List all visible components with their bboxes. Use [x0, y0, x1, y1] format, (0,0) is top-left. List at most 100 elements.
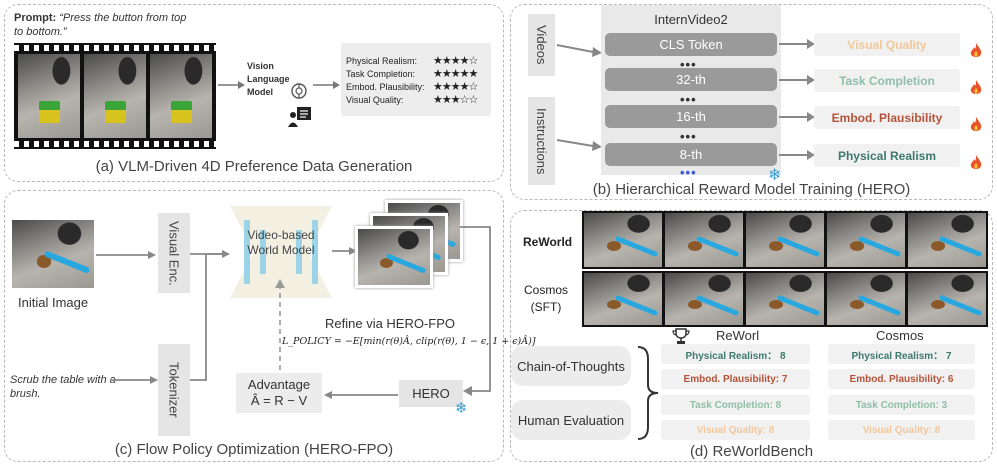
hero-frozen-snowflake-icon: ❄ [455, 400, 468, 417]
row-label-reworld: ReWorld [523, 235, 573, 249]
arrow-vlm-to-scores [313, 81, 340, 89]
token-8: 8-th [605, 143, 777, 166]
generated-frame-front [355, 226, 433, 288]
output-task-completion: Task Completion [814, 69, 960, 92]
caption-c: (c) Flow Policy Optimization (HERO-FPO) [114, 441, 394, 458]
score-stars-1: ★★★★☆ [433, 55, 478, 67]
arrows-into-world-model [110, 250, 230, 384]
score-label-3: Embod. Plausibility: [346, 82, 425, 92]
score-label-2: Task Completion: [346, 69, 416, 79]
flame-icon-1 [970, 43, 982, 57]
reworld-score-3: Task Completion: 8 [661, 395, 810, 415]
prompt-text: Prompt: “Press the button from top to bo… [14, 12, 187, 38]
trophy-icon [672, 328, 690, 344]
initial-image [12, 220, 94, 288]
cosmos-frame [665, 273, 743, 325]
token-cls: CLS Token [605, 33, 777, 56]
advantage-label: Advantage Â = R − V [247, 377, 311, 408]
evaluator-icon [288, 107, 311, 127]
advantage-box [236, 373, 322, 413]
world-model-shape [230, 206, 332, 298]
arrows-tokens-to-outputs [779, 39, 815, 160]
score-stars-4: ★★★☆☆ [433, 94, 478, 106]
reworld-score-1: Physical Realism： 8 [661, 344, 810, 364]
col-header-cosmos: Cosmos [876, 328, 924, 343]
film-strip [14, 43, 216, 149]
token-32: 32-th [605, 68, 777, 91]
policy-loss-formula: L_POLICY = −E[min(r(θ)Â, clip(r(θ), 1 − … [282, 336, 536, 347]
brace-connector [637, 346, 659, 440]
cosmos-frame [746, 273, 824, 325]
hero-label: HERO [412, 386, 450, 401]
reworld-score-2: Embod. Plausibility: 7 [661, 369, 810, 389]
output-physical-realism: Physical Realism [814, 144, 960, 167]
row-label-cosmos: Cosmos (SFT) [524, 283, 569, 314]
dots-4: ••• [680, 165, 697, 180]
reworld-frame [665, 213, 743, 267]
reworld-frames [582, 211, 988, 269]
prompt-content: “Press the button from top to bottom.” [14, 12, 187, 38]
col-header-reworld: ReWorld [716, 328, 760, 356]
panel-b [510, 4, 993, 200]
video-frame-1 [18, 54, 80, 138]
world-model-label: Video-based World Model [247, 228, 315, 257]
caption-d: (d) ReWorldBench [689, 443, 814, 460]
panel-d [510, 210, 993, 462]
arrow-film-to-vlm [218, 81, 245, 89]
dots-2: ••• [680, 92, 697, 107]
human-eval-box [511, 400, 631, 440]
reworld-score-4: Visual Quality: 8 [661, 420, 810, 440]
cosmos-score-1: Physical Realism： 7 [828, 344, 975, 364]
cosmos-score-3: Task Completion: 3 [828, 395, 975, 415]
caption-b: (b) Hierarchical Reward Model Training (… [592, 181, 911, 198]
cosmos-frames [582, 271, 988, 327]
initial-image-label: Initial Image [18, 295, 89, 310]
video-frame-3 [150, 54, 212, 138]
task-instruction-text: Scrub the table with a brush. [10, 374, 116, 400]
videos-box: Videos [528, 14, 555, 76]
reworld-frame [908, 213, 986, 267]
output-visual-quality: Visual Quality [814, 33, 960, 56]
prompt-label: Prompt [14, 12, 53, 24]
ai-model-icon [291, 83, 307, 99]
tokenizer-box: Tokenizer [158, 344, 190, 436]
refine-label: Refine via HERO-FPO [325, 316, 456, 331]
panel-a [4, 4, 504, 182]
dots-3: ••• [680, 129, 697, 144]
panel-c [4, 190, 504, 462]
internvideo-title: InternVideo2 [654, 12, 728, 27]
score-card [341, 43, 491, 116]
cot-label: Chain-of-Thoughts [517, 359, 625, 374]
reworld-frame [746, 213, 824, 267]
flame-icon-4 [970, 155, 982, 169]
score-stars-2: ★★★★★ [433, 68, 478, 80]
flame-icon-3 [970, 117, 982, 131]
token-16: 16-th [605, 105, 777, 128]
cosmos-score-4: Visual Quality: 8 [828, 420, 975, 440]
dashed-arrow-refine [275, 279, 285, 370]
reworld-frame [584, 213, 662, 267]
human-eval-label: Human Evaluation [517, 413, 625, 428]
output-embod-plausibility: Embod. Plausibility [814, 106, 960, 129]
cosmos-frame [584, 273, 662, 325]
hero-box [399, 380, 463, 407]
arrow-frames-to-hero [460, 226, 491, 396]
arrow-hero-to-advantage [324, 391, 398, 399]
video-frame-2 [84, 54, 146, 138]
reworld-frame [827, 213, 905, 267]
score-label-4: Visual Quality: [346, 95, 404, 105]
arrows-inputs [556, 44, 602, 151]
visual-encoder-box: Visual Enc. [158, 213, 190, 293]
instructions-box: Instructions [528, 97, 555, 185]
score-label-1: Physical Realism: [346, 56, 418, 66]
arrow-image-to-enc [96, 251, 156, 259]
frozen-snowflake-icon: ❄ [768, 167, 782, 184]
cot-box [511, 346, 631, 386]
cosmos-frame [908, 273, 986, 325]
vlm-label: Vision Language Model [247, 61, 290, 97]
cosmos-frame [827, 273, 905, 325]
cosmos-score-2: Embod. Plausibility: 6 [828, 369, 975, 389]
score-stars-3: ★★★★☆ [433, 81, 478, 93]
caption-a: (a) VLM-Driven 4D Preference Data Genera… [95, 158, 413, 175]
arrow-world-model-to-frames [332, 247, 357, 255]
